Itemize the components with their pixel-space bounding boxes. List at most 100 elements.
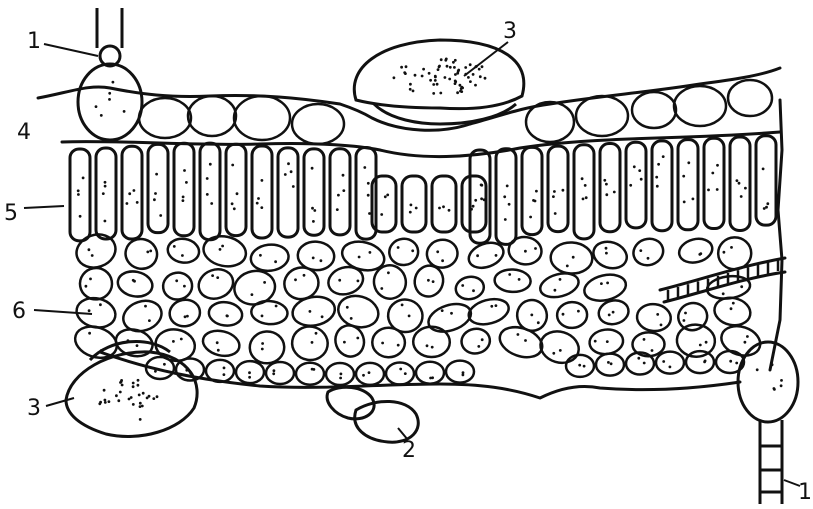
epidermis-cell <box>526 102 574 142</box>
cell-dot <box>582 198 585 201</box>
cell-dot <box>148 319 151 322</box>
cell-dot <box>216 276 219 279</box>
cell-dot <box>405 65 408 68</box>
cell-dot <box>261 348 264 351</box>
cell-dot <box>259 254 262 257</box>
spongy-cell <box>116 269 155 300</box>
spongy-cell <box>200 327 242 359</box>
cell-dot <box>104 185 107 188</box>
cell-dot <box>472 289 475 292</box>
cell-dot <box>216 341 219 344</box>
cell-dot <box>339 377 342 380</box>
cell-dot <box>152 397 155 400</box>
cell-dot <box>108 98 111 101</box>
cell-dot <box>524 339 527 342</box>
cell-dot <box>480 197 483 200</box>
cell-dot <box>426 344 429 347</box>
cell-dot <box>662 360 665 363</box>
label-stoma: 2 <box>402 440 416 462</box>
cell-dot <box>91 254 94 257</box>
cell-dot <box>362 374 365 377</box>
cell-dot <box>730 307 733 310</box>
cell-dot <box>231 164 234 167</box>
cell-dot <box>438 66 441 69</box>
cell-dot <box>484 77 487 80</box>
label-gland-top: 3 <box>503 21 517 43</box>
cell-dot <box>313 209 316 212</box>
cell-dot <box>137 384 140 387</box>
cell-dot <box>746 335 749 338</box>
cell-dot <box>139 418 142 421</box>
label-spongy: 6 <box>12 301 26 323</box>
cell-dot <box>559 278 562 281</box>
cell-dot <box>340 373 343 376</box>
cell-dot <box>183 169 186 172</box>
cell-dot <box>478 68 481 71</box>
cell-dot <box>88 248 91 251</box>
cell-dot <box>95 105 98 108</box>
cell-dot <box>342 189 345 192</box>
cell-dot <box>518 278 521 281</box>
cell-dot <box>261 342 264 345</box>
cell-dot <box>342 174 345 177</box>
cell-dot <box>605 183 608 186</box>
cell-dot <box>629 184 632 187</box>
cell-dot <box>173 245 176 248</box>
cell-dot <box>722 292 725 295</box>
palisade-cell <box>252 146 272 238</box>
cell-dot <box>123 110 126 113</box>
cell-dot <box>444 76 447 79</box>
cell-dot <box>338 279 341 282</box>
cell-dot <box>612 311 615 314</box>
cell-dot <box>358 256 361 259</box>
cell-dot <box>780 379 783 382</box>
palisade-cell <box>402 176 426 232</box>
cell-dot <box>79 215 82 218</box>
cell-dot <box>260 206 263 209</box>
cell-dot <box>139 402 142 405</box>
cell-dot <box>428 72 431 75</box>
cell-dot <box>381 342 384 345</box>
spongy-cell <box>122 235 160 272</box>
cell-dot <box>112 81 115 84</box>
cell-dot <box>446 65 449 68</box>
cell-dot <box>400 66 403 69</box>
cell-dot <box>431 346 434 349</box>
cell-dot <box>707 189 710 192</box>
cell-dot <box>421 75 424 78</box>
cell-dot <box>683 201 686 204</box>
cell-dot <box>284 173 287 176</box>
cell-dot <box>534 247 537 250</box>
cell-dot <box>610 362 613 365</box>
stoma-cells <box>327 387 418 442</box>
cell-dot <box>115 394 118 397</box>
spongy-cell <box>168 297 203 328</box>
spongy-cell <box>675 300 710 334</box>
cell-dot <box>155 173 158 176</box>
cell-dot <box>146 251 149 254</box>
cell-dot <box>163 363 166 366</box>
cell-dot <box>290 170 293 173</box>
cell-dot <box>716 188 719 191</box>
cell-dot <box>453 66 456 69</box>
cell-dot <box>236 192 239 195</box>
cell-dot <box>460 90 463 93</box>
spongy-cell <box>413 326 450 357</box>
cell-dot <box>723 251 726 254</box>
cell-dot <box>223 373 226 376</box>
cell-dot <box>585 196 588 199</box>
cell-dot <box>130 396 133 399</box>
palisade-cell <box>574 145 594 239</box>
lower-epidermis-cell <box>416 362 444 384</box>
cell-dot <box>656 185 659 188</box>
lower-epidermis-cell <box>296 363 324 385</box>
palisade-cell <box>522 147 542 234</box>
spongy-cell <box>718 237 752 270</box>
spongy-cell <box>249 331 285 365</box>
cell-dot <box>103 389 106 392</box>
cell-dot <box>684 312 687 315</box>
cell-dot <box>77 193 80 196</box>
cell-dot <box>77 189 80 192</box>
